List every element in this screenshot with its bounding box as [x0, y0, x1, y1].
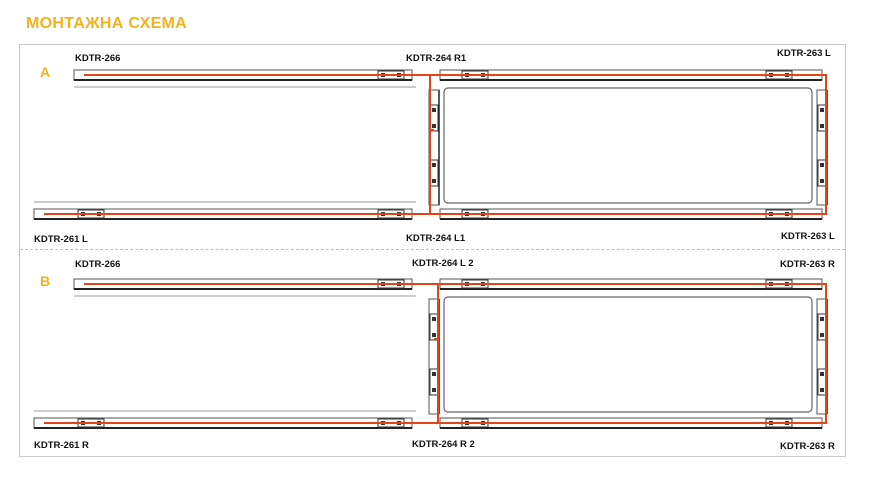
- section-a-drawing: [33, 69, 828, 220]
- section-a-letter: A: [40, 64, 51, 80]
- clip-screw: [820, 388, 824, 392]
- label-a-top-right: KDTR-263 L: [777, 48, 831, 59]
- label-a-bottom-right: KDTR-263 L: [781, 231, 835, 242]
- label-a-bottom-middle: KDTR-264 L1: [406, 233, 466, 244]
- cabinet-panel: [443, 296, 813, 413]
- label-a-bottom-left: KDTR-261 L: [34, 234, 88, 245]
- clip-screw: [820, 317, 824, 321]
- clip-screw: [432, 317, 436, 321]
- clip-screw: [820, 179, 824, 183]
- led-cable: [84, 74, 431, 214]
- clip-screw: [820, 333, 824, 337]
- led-cable: [44, 74, 827, 215]
- clip-screw: [820, 372, 824, 376]
- label-a-top-middle: KDTR-264 R1: [406, 53, 467, 64]
- label-b-bottom-left: KDTR-261 R: [34, 440, 89, 451]
- label-a-top-left: KDTR-266: [75, 53, 121, 64]
- led-cable: [84, 283, 439, 423]
- diagram-frame: [19, 44, 846, 457]
- page-title: МОНТАЖНА СХЕМА: [26, 15, 188, 32]
- clip-screw: [820, 124, 824, 128]
- label-b-top-middle: KDTR-264 L 2: [412, 258, 474, 269]
- clip-screw: [432, 372, 436, 376]
- cabinet-panel: [443, 87, 813, 204]
- label-b-top-right: KDTR-263 R: [780, 259, 835, 270]
- clip-screw: [432, 124, 436, 128]
- section-b-letter: B: [40, 273, 51, 289]
- clip-screw: [820, 108, 824, 112]
- led-cable: [44, 283, 827, 424]
- clip-screw: [820, 163, 824, 167]
- label-b-bottom-middle: KDTR-264 R 2: [412, 439, 475, 450]
- clip-screw: [432, 179, 436, 183]
- clip-screw: [432, 333, 436, 337]
- section-divider: [20, 249, 845, 250]
- clip-screw: [432, 108, 436, 112]
- clip-screw: [432, 388, 436, 392]
- label-b-top-left: KDTR-266: [75, 259, 121, 270]
- clip-screw: [432, 163, 436, 167]
- section-b-drawing: [33, 278, 828, 429]
- label-b-bottom-right: KDTR-263 R: [780, 441, 835, 452]
